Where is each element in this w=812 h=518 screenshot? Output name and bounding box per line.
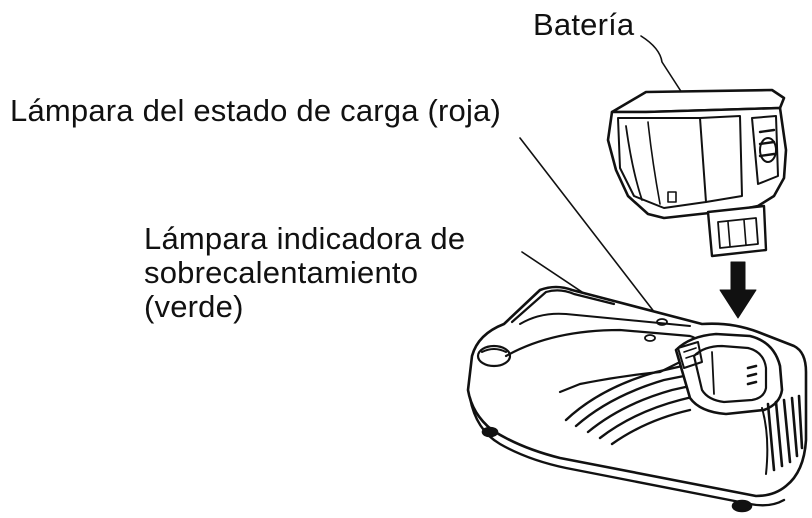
overheat-lamp xyxy=(644,334,656,342)
label-overheat-lamp-line3: (verde) xyxy=(144,289,244,324)
leader-charge-lamp xyxy=(519,137,663,323)
label-charge-lamp: Lámpara del estado de carga (roja) xyxy=(10,93,502,128)
label-overheat-lamp-line1: Lámpara indicadora de xyxy=(144,221,466,256)
charge-lamp xyxy=(656,318,668,326)
battery-pack xyxy=(606,88,788,258)
charger-base xyxy=(466,285,808,513)
arrow-down-icon xyxy=(719,261,757,319)
label-overheat-lamp: Lámpara indicadora de sobrecalentamiento… xyxy=(144,222,465,324)
label-overheat-lamp-line2: sobrecalentamiento xyxy=(144,255,419,290)
leader-battery xyxy=(640,35,685,97)
label-battery: Batería xyxy=(533,7,635,42)
